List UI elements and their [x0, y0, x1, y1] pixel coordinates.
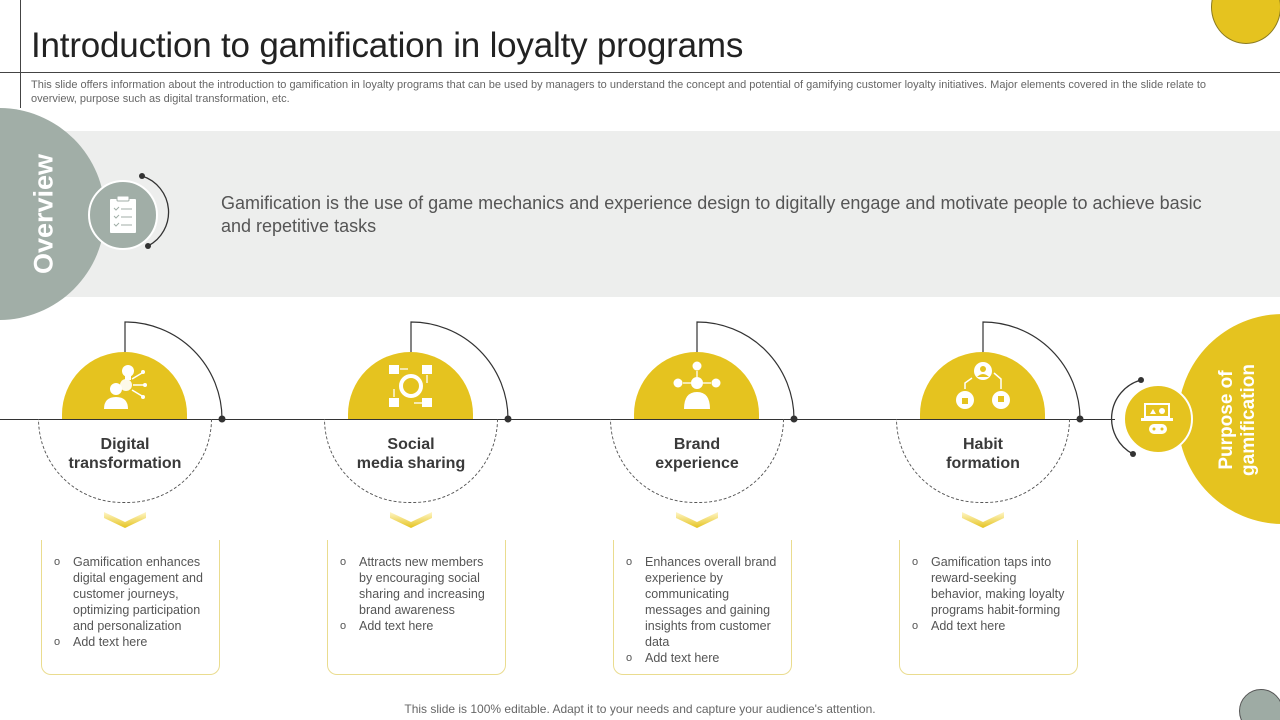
overview-band — [0, 131, 1280, 297]
stage-brand-experience: Brand experience Enhances overall brand … — [610, 320, 852, 680]
social-share-cycle-icon — [388, 364, 432, 407]
timeline-line — [0, 419, 1115, 420]
page-title: Introduction to gamification in loyalty … — [31, 26, 744, 65]
decorative-corner-circle-grey — [1239, 689, 1280, 720]
chevron-down-icon — [962, 512, 1004, 528]
stage-title: Habit formation — [946, 436, 1020, 472]
purpose-icon-circle — [1123, 384, 1193, 454]
stage-arc-decoration — [124, 321, 226, 423]
stage-details-card: Gamification taps into reward-seeking be… — [899, 540, 1078, 675]
stage-title: Social media sharing — [356, 436, 466, 472]
footer-note: This slide is 100% editable. Adapt it to… — [404, 702, 876, 716]
title-vertical-rule — [20, 0, 21, 108]
stage-arc-decoration — [696, 321, 798, 423]
stage-social-media-sharing: Social media sharing Attracts new member… — [324, 320, 566, 680]
stage-bullet: Attracts new members by encouraging soci… — [340, 554, 497, 618]
stage-title: Brand experience — [655, 436, 739, 472]
habit-feedback-cycle-icon — [955, 361, 1010, 409]
title-divider — [0, 72, 1280, 73]
clipboard-checklist-icon — [110, 195, 136, 233]
overview-label: Overview — [28, 153, 59, 275]
chevron-down-icon — [390, 512, 432, 528]
purpose-arc-decoration — [1110, 377, 1144, 457]
page-subtitle: This slide offers information about the … — [31, 79, 1206, 105]
laptop-gamepad-icon — [1141, 403, 1173, 434]
stage-bullet: Gamification enhances digital engagement… — [54, 554, 211, 634]
chevron-down-icon — [676, 512, 718, 528]
purpose-label: Purpose of gamification — [1216, 364, 1259, 476]
stage-bullet: Add text here — [912, 618, 1069, 634]
stage-arc-decoration — [410, 321, 512, 423]
overview-arc-decoration — [139, 173, 170, 249]
stage-arc-decoration — [982, 321, 1084, 423]
overview-description: Gamification is the use of game mechanic… — [221, 193, 1202, 236]
stage-title: Digital transformation — [68, 436, 182, 472]
stage-bullet: Add text here — [626, 650, 783, 666]
idea-person-network-icon — [103, 364, 147, 409]
decorative-corner-circle-yellow — [1211, 0, 1280, 44]
stage-bullet: Enhances overall brand experience by com… — [626, 554, 783, 650]
stage-details-card: Gamification enhances digital engagement… — [41, 540, 220, 675]
stage-details-card: Enhances overall brand experience by com… — [613, 540, 792, 675]
stage-habit-formation: Habit formation Gamification taps into r… — [896, 320, 1138, 680]
stage-digital-transformation: Digital transformation Gamification enha… — [38, 320, 280, 680]
overview-icon-circle — [88, 180, 158, 250]
stage-bullet: Add text here — [54, 634, 211, 650]
person-brand-network-icon — [673, 361, 720, 409]
stage-bullet: Add text here — [340, 618, 497, 634]
stage-bullet: Gamification taps into reward-seeking be… — [912, 554, 1069, 618]
stage-details-card: Attracts new members by encouraging soci… — [327, 540, 506, 675]
chevron-down-icon — [104, 512, 146, 528]
